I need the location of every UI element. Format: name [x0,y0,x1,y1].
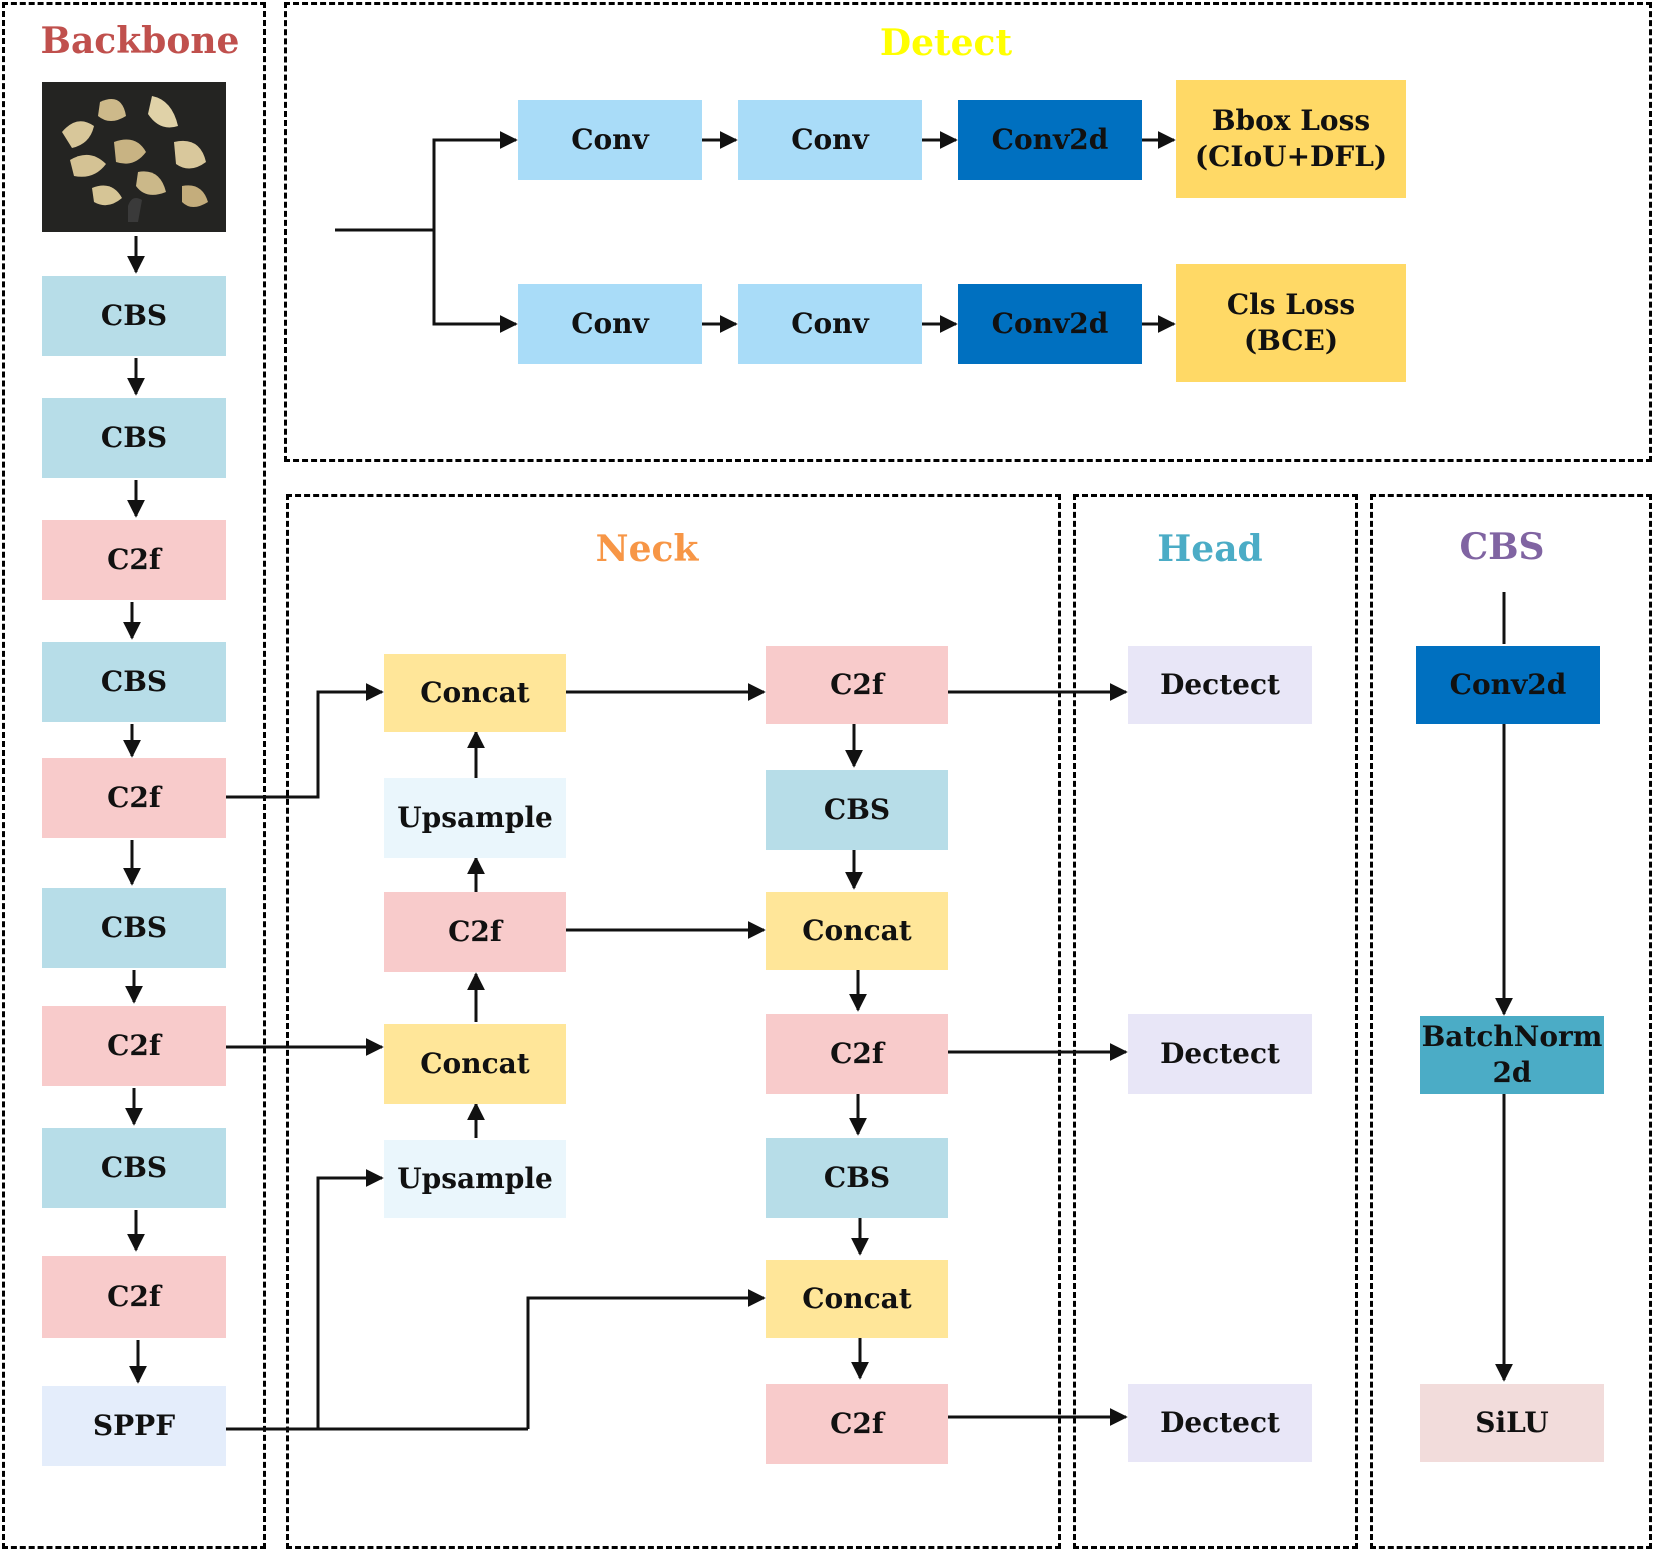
cls-loss-label: Cls Loss (BCE) [1226,287,1356,357]
detect-top-conv-1: Conv [518,100,702,180]
wire-detect-bottom [432,230,518,333]
detect-bottom-conv2d: Conv2d [958,284,1142,364]
backbone-c2f-4: C2f [42,1256,226,1338]
food-sample-photo-icon [42,82,226,232]
detect-bottom-conv-1: Conv [518,284,702,364]
bbox-loss-box: Bbox Loss (CIoU+DFL) [1176,80,1406,198]
head-panel [1073,494,1358,1549]
bbox-loss-label: Bbox Loss (CIoU+DFL) [1194,103,1388,173]
backbone-c2f-1: C2f [42,520,226,600]
backbone-cbs-2: CBS [42,398,226,478]
wire-detect-top [432,131,518,230]
detect-top-conv2d: Conv2d [958,100,1142,180]
detect-top-conv-2: Conv [738,100,922,180]
cbs-module-panel [1370,494,1652,1549]
neck-concat-2: Concat [384,1024,566,1104]
cbs-module-title: CBS [1459,526,1545,568]
backbone-cbs-1: CBS [42,276,226,356]
cbs-module-batchnorm: BatchNorm 2d [1420,1016,1604,1094]
backbone-title: Backbone [40,20,240,62]
head-dectect-3: Dectect [1128,1384,1312,1462]
neck-concat-4: Concat [766,1260,948,1338]
backbone-cbs-3: CBS [42,642,226,722]
wire-sppf-to-concat4 [526,1289,766,1429]
backbone-c2f-3: C2f [42,1006,226,1086]
neck-upsample-1: Upsample [384,778,566,858]
cbs-module-silu: SiLU [1420,1384,1604,1462]
cbs-module-conv2d: Conv2d [1416,646,1600,724]
neck-concat-3: Concat [766,892,948,970]
neck-c2f-8: C2f [766,1384,948,1464]
backbone-c2f-2: C2f [42,758,226,838]
neck-c2f-6: C2f [766,646,948,724]
neck-cbs-6: CBS [766,770,948,850]
neck-concat-1: Concat [384,654,566,732]
neck-title: Neck [595,528,699,570]
wire-c2f2-to-concat1 [225,683,384,799]
cls-loss-box: Cls Loss (BCE) [1176,264,1406,382]
neck-cbs-7: CBS [766,1138,948,1218]
head-dectect-1: Dectect [1128,646,1312,724]
neck-c2f-7: C2f [766,1014,948,1094]
backbone-cbs-4: CBS [42,888,226,968]
neck-c2f-5: C2f [384,892,566,972]
detect-title: Detect [879,22,1013,64]
backbone-cbs-5: CBS [42,1128,226,1208]
detect-panel [284,2,1652,462]
backbone-sppf: SPPF [42,1386,226,1466]
neck-panel [286,494,1061,1549]
head-title: Head [1157,528,1263,570]
wire-sppf-to-upsample2 [316,1169,384,1429]
neck-upsample-2: Upsample [384,1140,566,1218]
head-dectect-2: Dectect [1128,1014,1312,1094]
detect-bottom-conv-2: Conv [738,284,922,364]
backbone-panel [2,2,266,1549]
batchnorm-label: BatchNorm 2d [1421,1019,1603,1089]
